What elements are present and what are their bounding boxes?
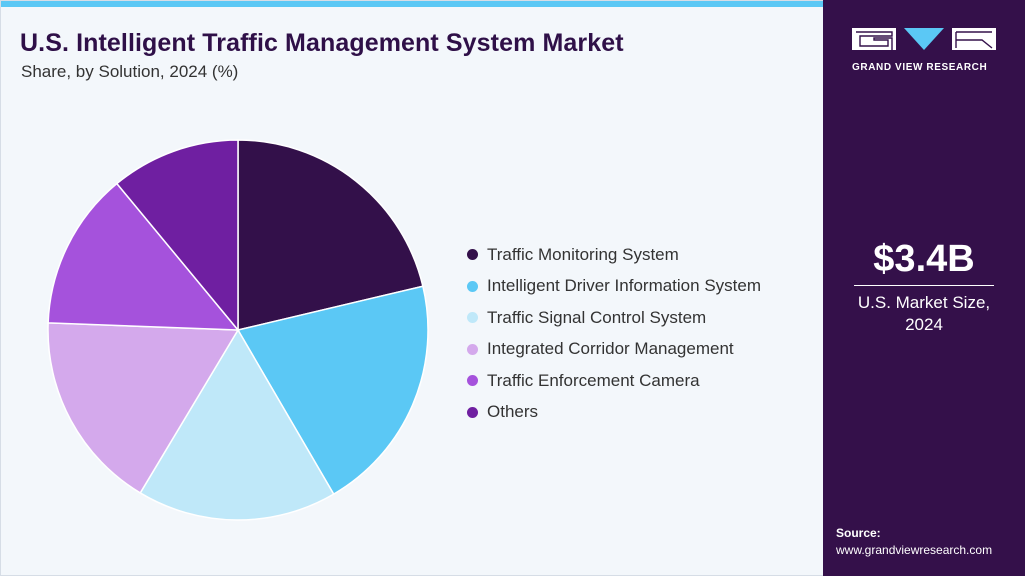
legend-label: Traffic Enforcement Camera: [487, 370, 700, 390]
divider: [854, 285, 994, 286]
brand-name: GRAND VIEW RESEARCH: [852, 62, 988, 73]
pie-slice-3: [139, 328, 335, 521]
source-label: Source:: [836, 526, 881, 540]
brand-logo: [852, 28, 996, 50]
legend-item-2: Intelligent Driver Information System: [467, 271, 761, 303]
legend-label: Integrated Corridor Management: [487, 339, 734, 359]
pie-slice-4: [47, 322, 240, 494]
legend-item-5: Traffic Enforcement Camera: [467, 365, 761, 397]
chart-panel: U.S. Intelligent Traffic Management Syst…: [0, 0, 824, 576]
source-link[interactable]: www.grandviewresearch.com: [836, 543, 993, 557]
pie-slice-2: [236, 285, 429, 496]
pie-slice-5: [47, 182, 240, 331]
chart-subtitle: Share, by Solution, 2024 (%): [21, 62, 239, 81]
market-size-label: U.S. Market Size, 2024: [823, 292, 1025, 336]
pie-slice-1: [237, 139, 424, 331]
legend-swatch: [467, 406, 478, 418]
pie-chart: [47, 139, 429, 521]
legend-swatch: [467, 312, 478, 324]
top-accent-stripe: [1, 1, 824, 7]
side-panel: GRAND VIEW RESEARCH $3.4B U.S. Market Si…: [823, 0, 1025, 576]
legend-label: Intelligent Driver Information System: [487, 276, 761, 296]
legend-swatch: [467, 343, 478, 355]
pie-slice-6: [115, 139, 239, 333]
legend-label: Traffic Monitoring System: [487, 244, 679, 264]
legend-label: Traffic Signal Control System: [487, 307, 707, 327]
legend-swatch: [467, 249, 478, 261]
legend-item-1: Traffic Monitoring System: [467, 239, 761, 271]
legend-item-3: Traffic Signal Control System: [467, 302, 761, 334]
legend-swatch: [467, 280, 478, 292]
legend-item-4: Integrated Corridor Management: [467, 334, 761, 366]
legend-label: Others: [487, 402, 539, 422]
legend-swatch: [467, 375, 478, 387]
legend-item-6: Others: [467, 397, 761, 429]
market-size-label-line2: 2024: [905, 315, 943, 334]
market-size-label-line1: U.S. Market Size,: [857, 293, 991, 312]
chart-title: U.S. Intelligent Traffic Management Syst…: [20, 29, 624, 57]
market-size-value: $3.4B: [873, 238, 975, 280]
